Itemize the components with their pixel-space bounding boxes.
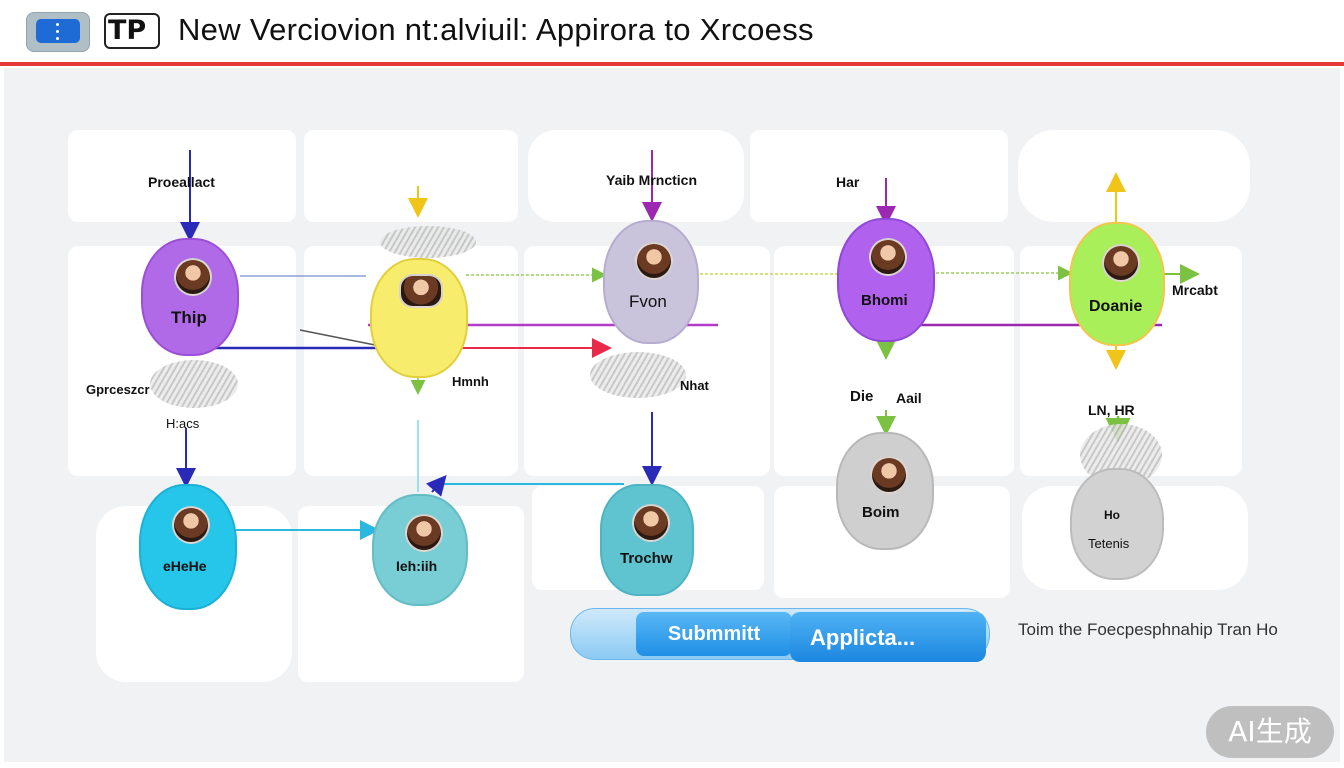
process-node[interactable]: Fvon (603, 220, 699, 344)
process-node[interactable]: Bhomi (837, 218, 935, 342)
app-logo-dot (56, 23, 59, 26)
row-label: Gprceszcr (86, 382, 150, 397)
connector-up (425, 474, 447, 497)
avatar (870, 456, 908, 494)
sketch-mark (590, 352, 686, 398)
avatar (174, 258, 212, 296)
process-node[interactable]: Ho Tetenis (1070, 468, 1164, 580)
node-label: Ieh:iih (396, 558, 438, 574)
grid-cell (68, 130, 296, 222)
avatar (405, 514, 443, 552)
avatar (635, 242, 673, 280)
avatar (1102, 244, 1140, 282)
connector-sketch (299, 329, 381, 347)
column-header: Yaib Mrncticn (606, 172, 698, 188)
apply-button[interactable]: Applicta... (790, 612, 986, 662)
app-logo-dot (56, 37, 59, 40)
column-header: Proeallact (148, 174, 215, 190)
column-header: Har (836, 174, 860, 190)
tp-badge[interactable]: TP (104, 13, 160, 49)
avatar (399, 274, 443, 308)
avatar (632, 504, 670, 542)
submit-button[interactable]: Submmitt (636, 612, 792, 656)
app-logo-dot (56, 30, 59, 33)
process-node[interactable]: Thip (141, 238, 239, 356)
node-label: Fvon (629, 292, 667, 311)
app-logo-icon[interactable] (26, 12, 90, 52)
row-label: Mrcabt (1172, 282, 1218, 298)
avatar (172, 506, 210, 544)
process-node[interactable]: Ieh:iih (372, 494, 468, 606)
process-node[interactable] (370, 258, 468, 378)
process-node[interactable]: Trochw (600, 484, 694, 596)
row-label: Hmnh (452, 374, 489, 389)
row-label: Nhat (680, 378, 709, 393)
node-label: Boim (862, 504, 900, 521)
app-logo-screen (36, 19, 80, 43)
grid-cell (528, 130, 744, 222)
grid-cell (1018, 130, 1250, 222)
row-label: Die (850, 388, 874, 405)
node-label: Thip (171, 308, 207, 327)
avatar (869, 238, 907, 276)
node-label-small: Ho (1104, 508, 1120, 522)
footer-note: Toim the Foecpesphnahip Tran Ho (1018, 620, 1278, 639)
header-divider (0, 62, 1344, 66)
row-label: LN, HR (1088, 402, 1135, 418)
row-sublabel: H:acs (166, 416, 200, 431)
ai-watermark-badge: AI生成 (1206, 706, 1334, 758)
sketch-mark (380, 226, 476, 258)
node-label: Tetenis (1088, 536, 1130, 551)
title-bar: TP New Verciovion nt:alviuil: Appirora t… (0, 0, 1344, 62)
process-node[interactable]: Boim (836, 432, 934, 550)
process-node[interactable]: Doanie (1069, 222, 1165, 346)
node-label: Trochw (620, 550, 673, 567)
node-label: Doanie (1089, 298, 1143, 315)
node-label: eHeHe (163, 558, 207, 574)
process-node[interactable]: eHeHe (139, 484, 237, 610)
page-title: New Verciovion nt:alviuil: Appirora to X… (178, 12, 814, 47)
sketch-mark (150, 360, 238, 408)
node-label: Bhomi (861, 292, 908, 309)
row-label: Aail (896, 390, 922, 406)
